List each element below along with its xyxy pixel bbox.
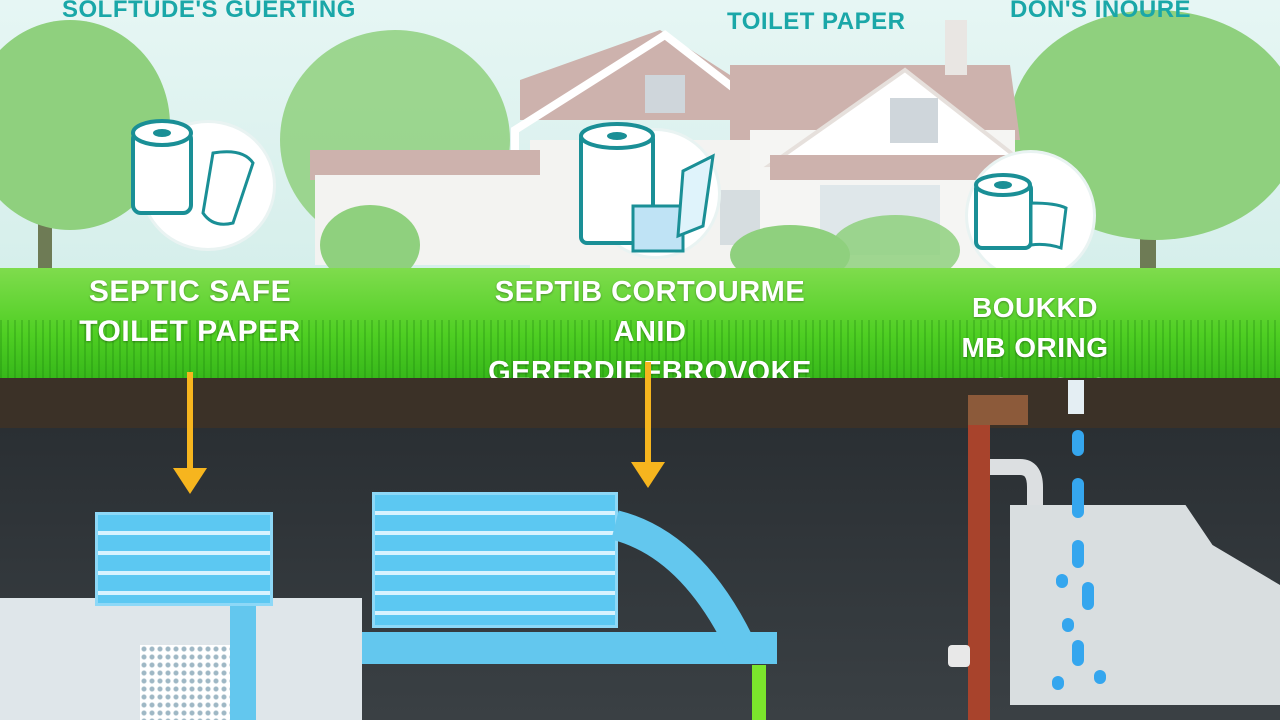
label-center-line1: SEPTIB CORTOURME bbox=[494, 276, 806, 308]
soil-layer bbox=[0, 378, 1280, 428]
pipe-rust-elbow bbox=[968, 395, 1028, 425]
arrow-down-icon bbox=[631, 462, 665, 488]
water-drop bbox=[1072, 640, 1084, 666]
water-drop bbox=[1052, 676, 1064, 690]
water-drop bbox=[1062, 618, 1074, 632]
septic-tank-left bbox=[95, 512, 273, 606]
label-left-line1: SEPTIC SAFE bbox=[88, 275, 292, 308]
water-drop bbox=[1094, 670, 1106, 684]
grass-strip bbox=[0, 268, 1280, 378]
drip-pipe bbox=[1068, 380, 1084, 414]
valve-icon bbox=[948, 645, 970, 667]
icon-circle-center bbox=[579, 122, 721, 259]
water-drop bbox=[1056, 574, 1068, 588]
pipe-elbow-grey bbox=[990, 459, 1043, 515]
arrow-left-shaft bbox=[187, 372, 193, 470]
pipe-horizontal bbox=[362, 632, 777, 664]
water-drop bbox=[1082, 582, 1094, 610]
grass-texture bbox=[0, 320, 1280, 380]
heading-left: SOLFTUDE'S GUERTING bbox=[62, 0, 356, 23]
heading-center: TOILET PAPER bbox=[727, 8, 906, 35]
label-left: SEPTIC SAFE TOILET PAPER bbox=[60, 272, 320, 352]
arrow-center-shaft bbox=[645, 362, 651, 462]
pipe-left-vertical bbox=[230, 600, 256, 720]
label-right-line1: BOUKKD bbox=[972, 292, 1098, 323]
icon-circle-right bbox=[965, 150, 1096, 281]
septic-tank-center bbox=[372, 492, 618, 628]
label-left-line2: TOILET PAPER bbox=[79, 315, 301, 348]
toilet-paper-roll-icon bbox=[974, 173, 1068, 251]
heading-right: DON'S INOURE bbox=[1010, 0, 1192, 23]
pipe-rust-vertical bbox=[968, 395, 990, 720]
water-drop bbox=[1072, 540, 1084, 568]
toilet-paper-roll-icon bbox=[131, 119, 255, 226]
pipe-elbow bbox=[610, 510, 759, 662]
arrow-down-icon bbox=[173, 468, 207, 494]
water-drop bbox=[1072, 478, 1084, 518]
toilet-paper-roll-icon bbox=[579, 122, 715, 253]
water-drop bbox=[1072, 430, 1084, 456]
icon-circle-left bbox=[131, 119, 276, 251]
green-outflow bbox=[752, 665, 766, 720]
